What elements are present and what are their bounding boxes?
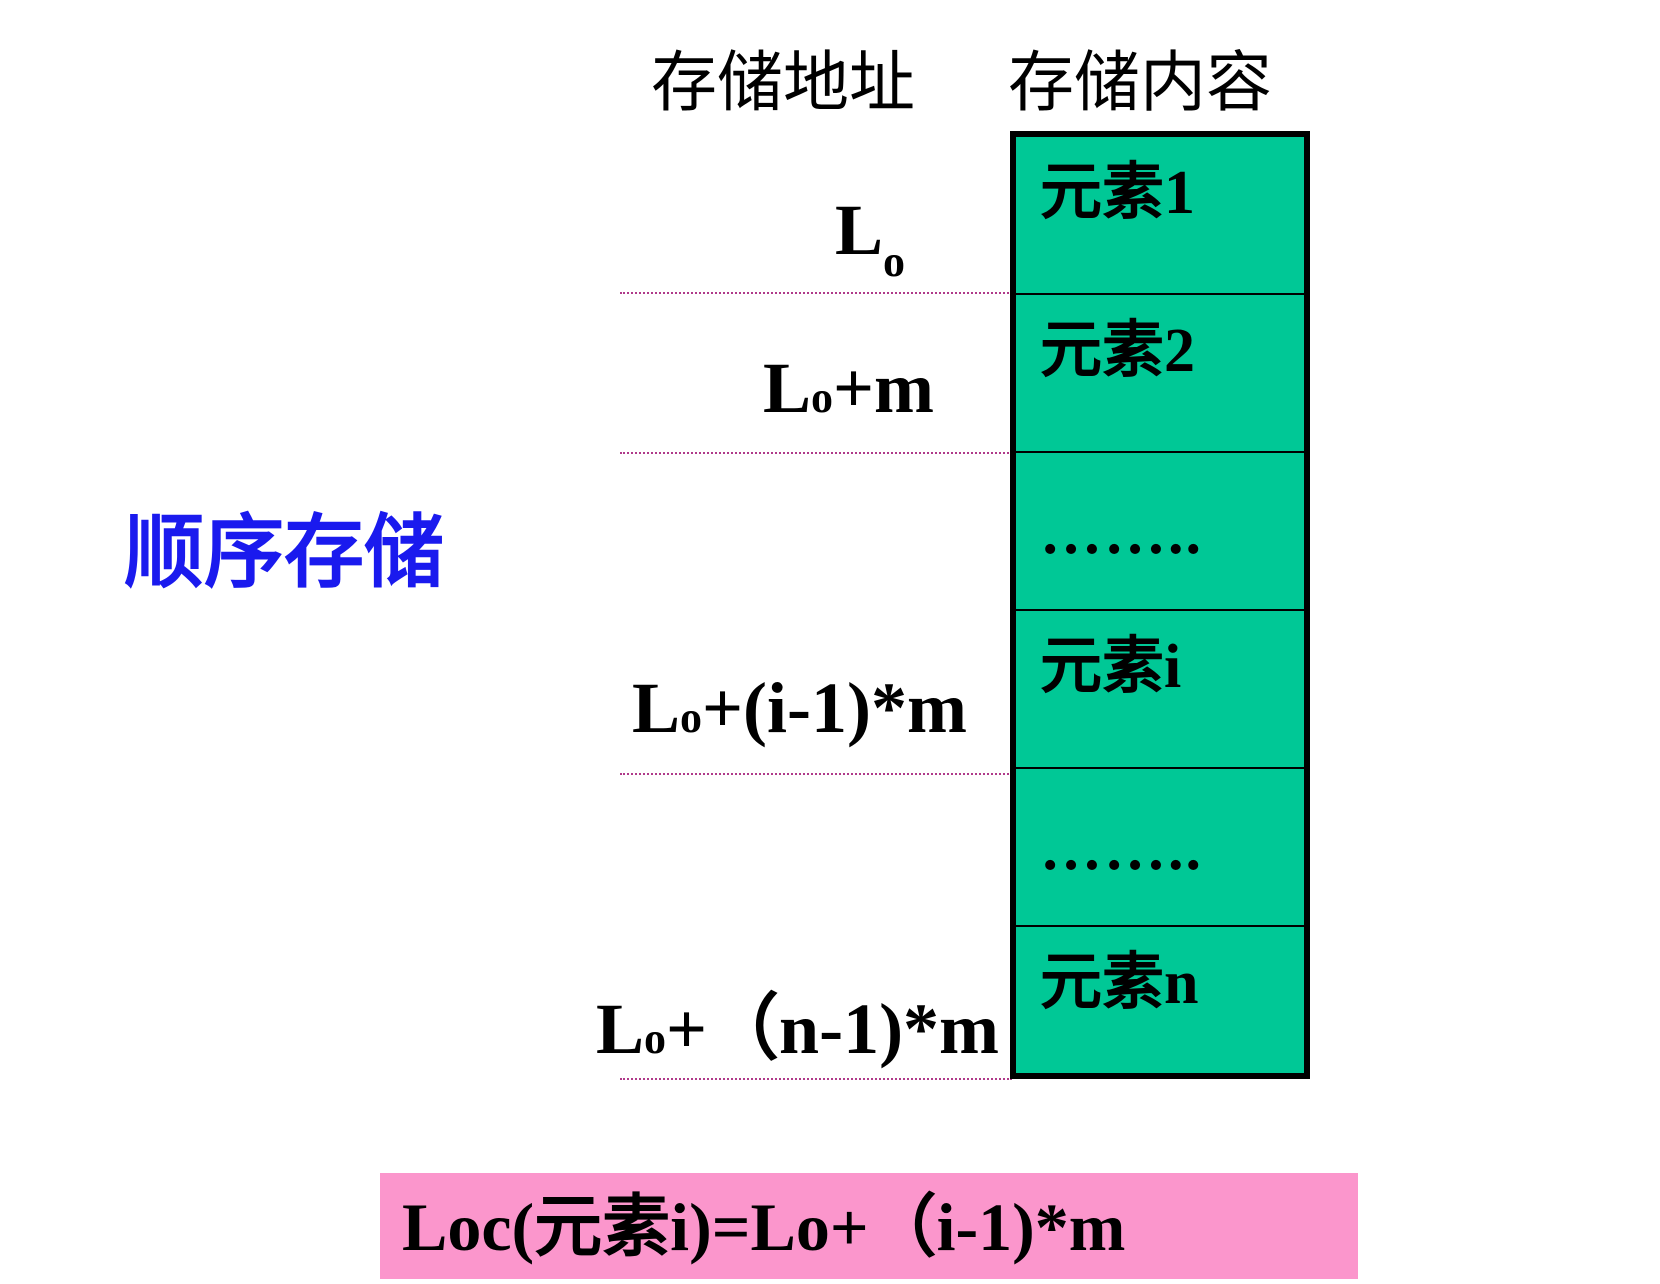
memory-cell-i: 元素i [1016, 611, 1304, 769]
address-subscript: o [644, 1014, 667, 1063]
address-formula-box: Loc(元素i)=Lo+（i-1)*m [380, 1173, 1358, 1279]
address-label-1: Lo [835, 190, 905, 286]
address-label-n: Lo+（n-1)*m [596, 989, 999, 1079]
memory-cell-ellipsis-1: …….. [1016, 453, 1304, 611]
cell-label: …….. [1040, 815, 1203, 883]
cell-label: …….. [1040, 499, 1203, 567]
cell-label: 元素1 [1040, 159, 1196, 227]
address-column-header: 存储地址 [651, 44, 915, 121]
cell-label: 元素2 [1040, 317, 1196, 385]
address-offset: +m [833, 348, 935, 428]
sequential-storage-title: 顺序存储 [124, 505, 444, 599]
dotted-divider [620, 452, 1012, 454]
address-offset: +（n-1)*m [666, 989, 1000, 1069]
address-subscript: o [811, 373, 834, 422]
address-formula: Loc(元素i)=Lo+（i-1)*m [402, 1189, 1126, 1265]
address-base: L [763, 348, 812, 428]
memory-cell-n: 元素n [1016, 927, 1304, 1073]
dotted-divider [620, 1078, 1012, 1080]
address-label-2: Lo+m [763, 348, 934, 438]
address-offset: +(i-1)*m [702, 668, 967, 748]
address-base: L [632, 668, 681, 748]
dotted-divider [620, 773, 1012, 775]
content-column-header: 存储内容 [1008, 44, 1272, 121]
memory-cell-1: 元素1 [1016, 137, 1304, 295]
address-base: L [835, 190, 884, 270]
memory-cell-ellipsis-2: …….. [1016, 769, 1304, 927]
dotted-divider [620, 292, 1012, 294]
address-subscript: o [883, 237, 906, 286]
cell-label: 元素n [1040, 949, 1199, 1017]
memory-cell-2: 元素2 [1016, 295, 1304, 453]
address-base: L [596, 989, 645, 1069]
cell-label: 元素i [1040, 633, 1182, 701]
address-label-i: Lo+(i-1)*m [632, 668, 967, 758]
memory-block: 元素1 元素2 …….. 元素i …….. 元素n [1010, 131, 1310, 1079]
address-subscript: o [680, 693, 703, 742]
